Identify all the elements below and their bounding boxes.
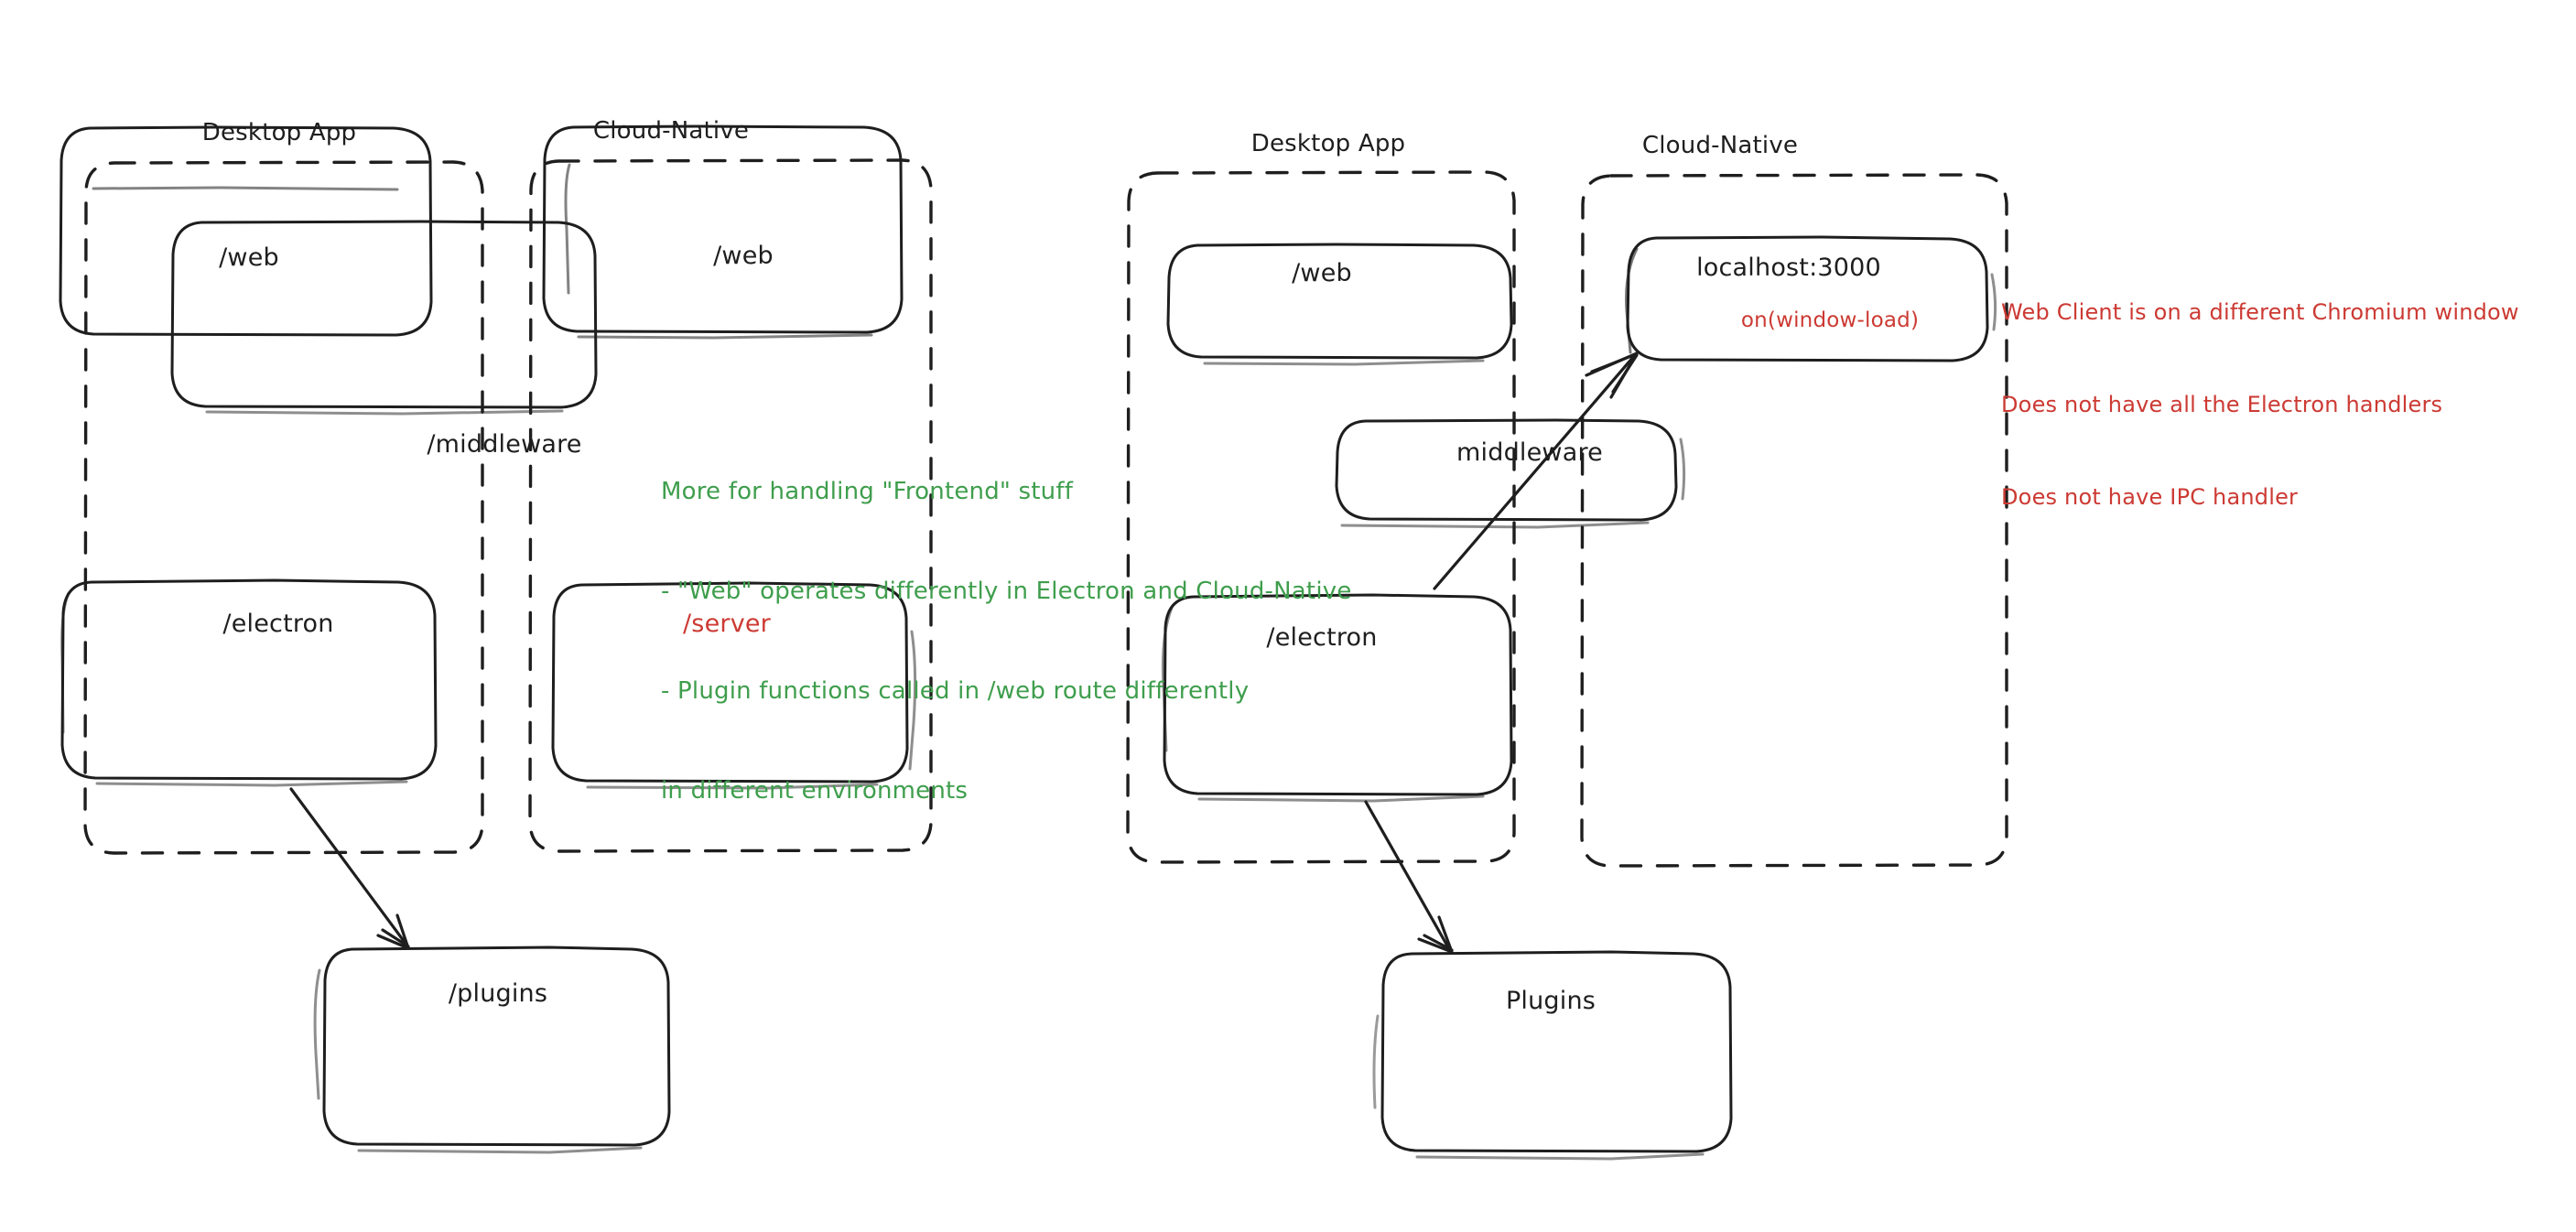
group-left-desktop-app (83, 160, 484, 855)
group-label-right-cloud-native: Cloud-Native (1641, 132, 1799, 159)
note-red-line-1: Web Client is on a different Chromium wi… (2001, 299, 2519, 326)
box-left-desktop-web (59, 125, 433, 337)
group-label-right-desktop-app: Desktop App (1250, 130, 1406, 157)
box-right-desktop-web (1166, 243, 1513, 366)
box-label-left-plugins: /plugins (448, 979, 548, 1008)
box-label-right-middleware: middleware (1456, 438, 1603, 467)
box-left-cloud-web (542, 124, 904, 340)
box-left-electron (60, 578, 438, 787)
group-right-desktop-app (1126, 170, 1516, 864)
box-label-left-middleware: /middleware (427, 430, 582, 459)
box-label-left-desktop-web: /web (219, 243, 279, 272)
box-left-server (551, 581, 917, 790)
box-label-left-cloud-web: /web (713, 242, 774, 270)
group-label-left-cloud-native: Cloud-Native (592, 117, 750, 145)
note-green-frontend: More for handling "Frontend" stuff - "We… (661, 408, 1352, 874)
note-red-line-2: Does not have all the Electron handlers (2001, 391, 2443, 417)
box-label-right-desktop-web: /web (1292, 259, 1352, 287)
box-left-plugins (313, 946, 671, 1154)
box-right-localhost (1625, 235, 1997, 362)
note-green-line-2: - "Web" operates differently in Electron… (661, 577, 1352, 605)
arrow-right-electron-to-plugins (1364, 800, 1454, 954)
note-red-web-client: Web Client is on a different Chromium wi… (2001, 236, 2519, 575)
box-sublabel-right-localhost-on-window-load: on(window-load) (1740, 308, 1920, 332)
note-red-line-3: Does not have IPC handler (2001, 483, 2299, 510)
group-left-cloud-native (528, 158, 933, 853)
note-green-line-1: More for handling "Frontend" stuff (661, 477, 1074, 505)
box-left-middleware (170, 220, 598, 416)
arrow-right-electron-to-localhost (1433, 351, 1639, 590)
box-right-middleware (1335, 418, 1686, 529)
box-label-left-electron: /electron (222, 610, 334, 638)
box-label-left-server: /server (683, 610, 771, 638)
note-green-line-4: in different environments (661, 777, 969, 805)
box-label-right-electron: /electron (1266, 623, 1378, 652)
box-label-right-plugins: Plugins (1505, 987, 1596, 1015)
arrow-left-electron-to-plugins (289, 787, 410, 950)
box-right-electron (1161, 593, 1513, 803)
box-right-plugins (1372, 950, 1733, 1161)
group-label-left-desktop-app: Desktop App (201, 119, 357, 146)
note-green-line-3: - Plugin functions called in /web route … (661, 677, 1250, 706)
box-label-right-localhost: localhost:3000 (1696, 254, 1881, 282)
